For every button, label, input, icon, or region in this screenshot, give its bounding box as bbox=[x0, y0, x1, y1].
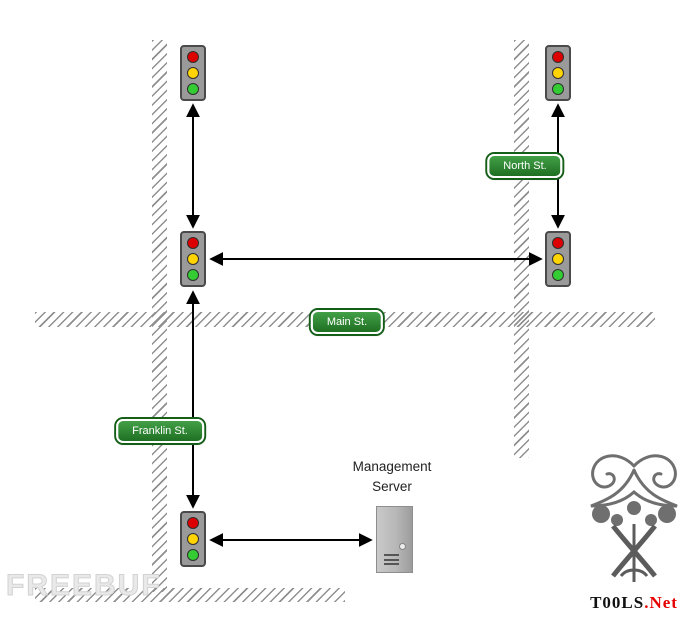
vent-line bbox=[384, 554, 399, 556]
traffic-light-top-right bbox=[545, 45, 571, 101]
traffic-light-bottom-left bbox=[180, 511, 206, 567]
street-label-franklin: Franklin St. bbox=[116, 419, 204, 443]
street-label-north: North St. bbox=[487, 154, 563, 178]
green-lamp bbox=[187, 549, 199, 561]
red-lamp bbox=[187, 517, 199, 529]
north-street-road bbox=[514, 40, 529, 458]
yellow-lamp bbox=[187, 533, 199, 545]
tools-logo-suffix: .Net bbox=[644, 593, 678, 612]
red-lamp bbox=[552, 237, 564, 249]
tools-logo-text: T00LS.Net bbox=[578, 593, 690, 613]
green-lamp bbox=[552, 83, 564, 95]
traffic-light-top-left bbox=[180, 45, 206, 101]
tools-logo-main: T00LS bbox=[590, 593, 645, 612]
server-icon bbox=[376, 506, 413, 573]
red-lamp bbox=[187, 237, 199, 249]
yellow-lamp bbox=[187, 253, 199, 265]
server-vents bbox=[384, 552, 399, 565]
red-lamp bbox=[187, 51, 199, 63]
green-lamp bbox=[187, 83, 199, 95]
yellow-lamp bbox=[552, 253, 564, 265]
server-label-line2: Server bbox=[372, 479, 412, 495]
yellow-lamp bbox=[187, 67, 199, 79]
tools-logo: T00LS.Net bbox=[578, 448, 690, 613]
green-lamp bbox=[187, 269, 199, 281]
vent-line bbox=[384, 563, 399, 565]
server-power-led bbox=[399, 543, 406, 550]
green-lamp bbox=[552, 269, 564, 281]
street-label-main: Main St. bbox=[310, 310, 384, 334]
traffic-light-north-main bbox=[545, 231, 571, 287]
server-label: Management Server bbox=[353, 457, 432, 498]
traffic-light-franklin-main bbox=[180, 231, 206, 287]
server-label-line1: Management bbox=[352, 459, 432, 474]
bottom-road bbox=[35, 588, 345, 602]
red-lamp bbox=[552, 51, 564, 63]
vent-line bbox=[384, 558, 399, 561]
yellow-lamp bbox=[552, 67, 564, 79]
dragon-ornament-icon bbox=[590, 454, 678, 582]
freebuf-watermark: FREEBUF bbox=[6, 569, 162, 603]
